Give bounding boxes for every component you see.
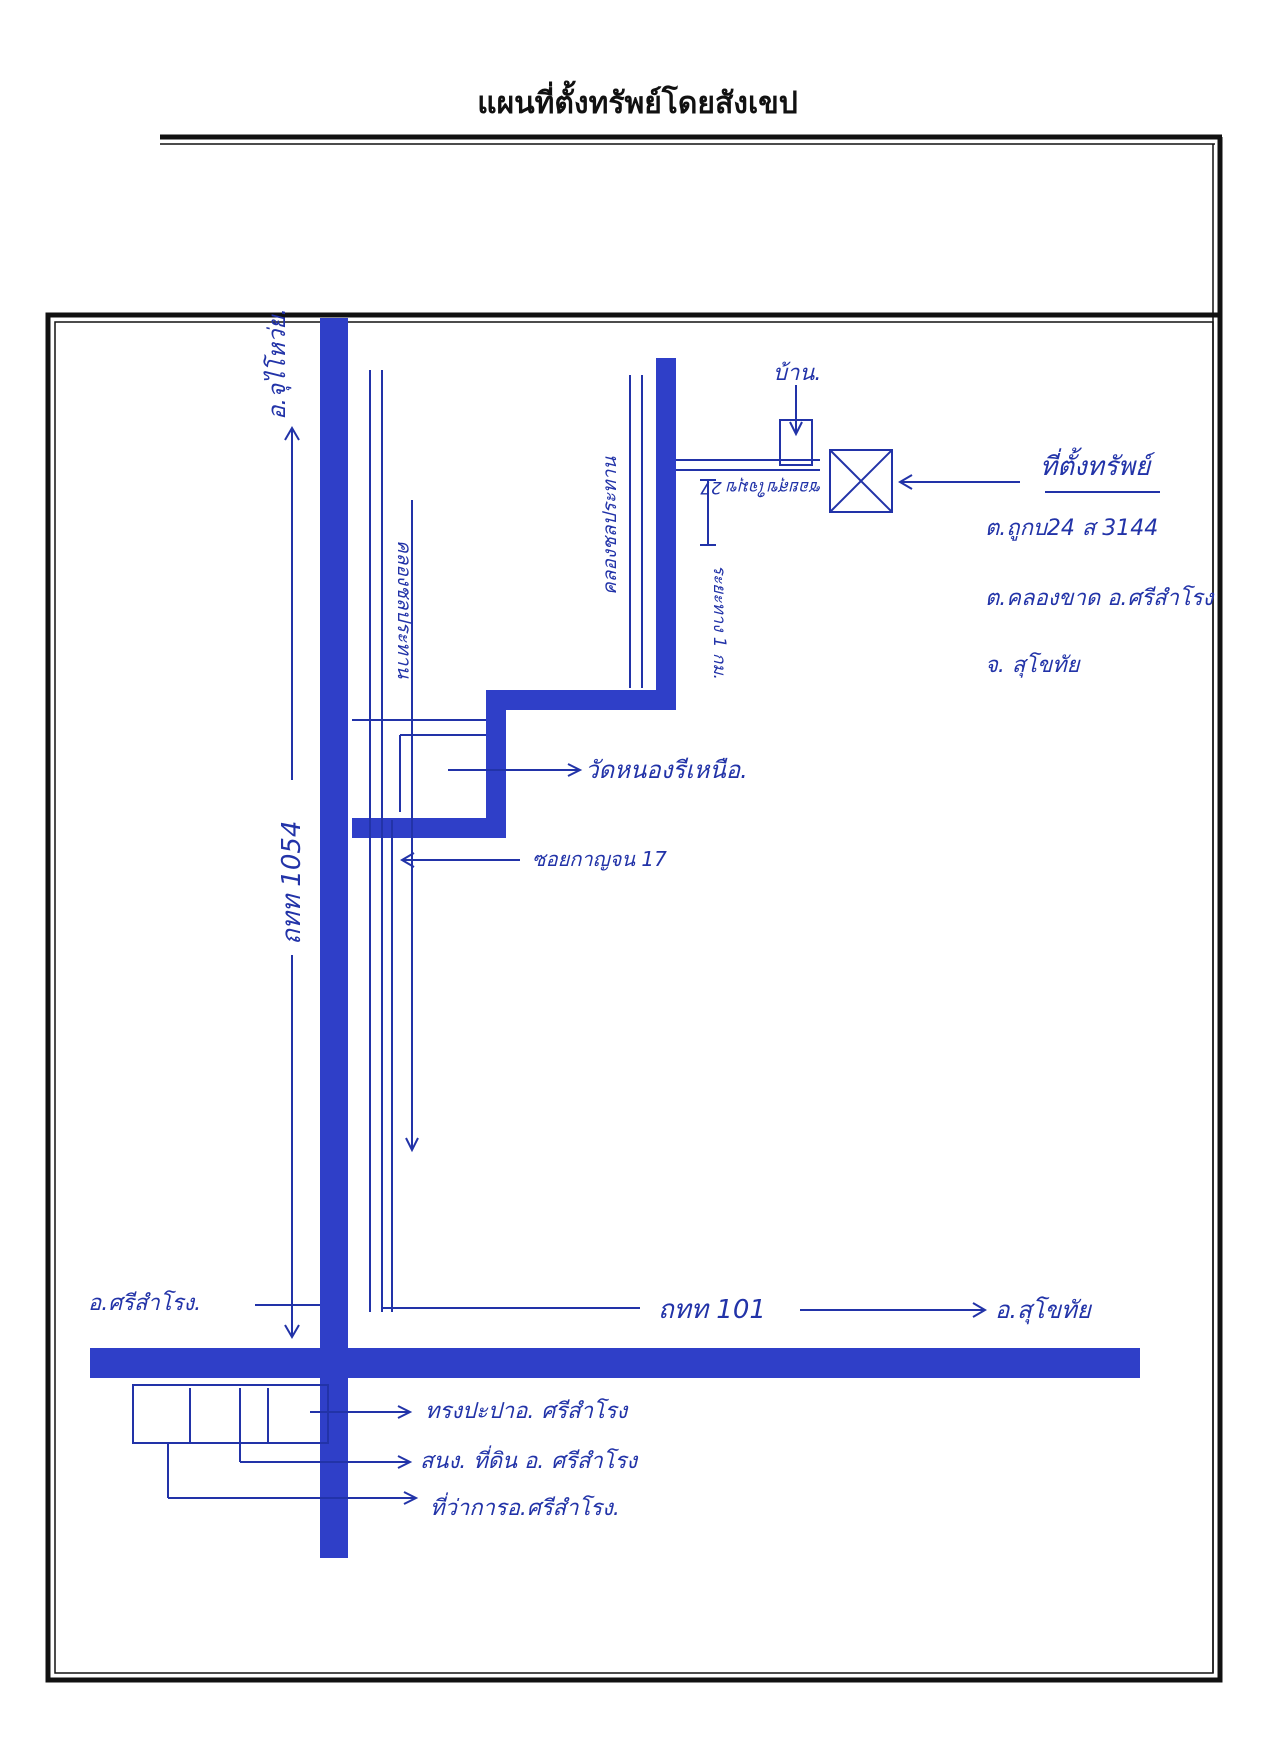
label-inner-road: คลองชลประทาน [393,540,415,679]
label-property-line2: ต.คลองขาด อ.ศรีสำโรง [985,585,1216,611]
label-bottom-road-number: ถทท 101 [658,1295,766,1325]
label-house: บ้าน. [773,361,821,386]
label-temple: วัดหนองรีเหนือ. [585,756,748,784]
label-bottom-right-direction: อ.สุโขทัย [995,1296,1093,1325]
label-place3: ที่ว่าการอ.ศรีสำโรง. [430,1492,620,1521]
label-property-title: ที่ตั้งทรัพย์ [1040,447,1155,482]
label-canal: คลองชลประทาน [599,456,621,595]
map-title: แผนที่ตั้งทรัพย์โดยสังเขป [477,86,798,121]
branch-road-4 [656,358,676,710]
branch-road-1 [352,818,504,838]
outer-frame [45,134,1223,1683]
label-distance: ระยะทาง 1 กม. [709,565,729,680]
label-property-line3: จ. สุโขทัย [985,652,1082,678]
branch-road-3 [486,690,676,710]
label-bottom-left: อ.ศรีสำโรง. [88,1290,201,1316]
label-left-road-number: ถทท 1054 [277,821,307,945]
label-hospital-soi: ซอยกาญจน 17 [532,847,667,871]
branch-road-2 [486,690,506,838]
label-soi: ซอยสุขใจมุข 27 [700,477,822,498]
main-road-horizontal [90,1348,1140,1378]
label-property-line1: ต.ถูกบ24 ส 3144 [985,516,1158,541]
label-top-left-direction: อ.จุไโหว่ย. [263,308,292,420]
label-place1: ทรงปะปาอ. ศรีสำโรง [425,1398,630,1424]
thin-lines [132,370,1160,1505]
roads [90,318,1140,1558]
label-place2: สนง. ที่ดิน อ. ศรีสำโรง [420,1445,639,1474]
